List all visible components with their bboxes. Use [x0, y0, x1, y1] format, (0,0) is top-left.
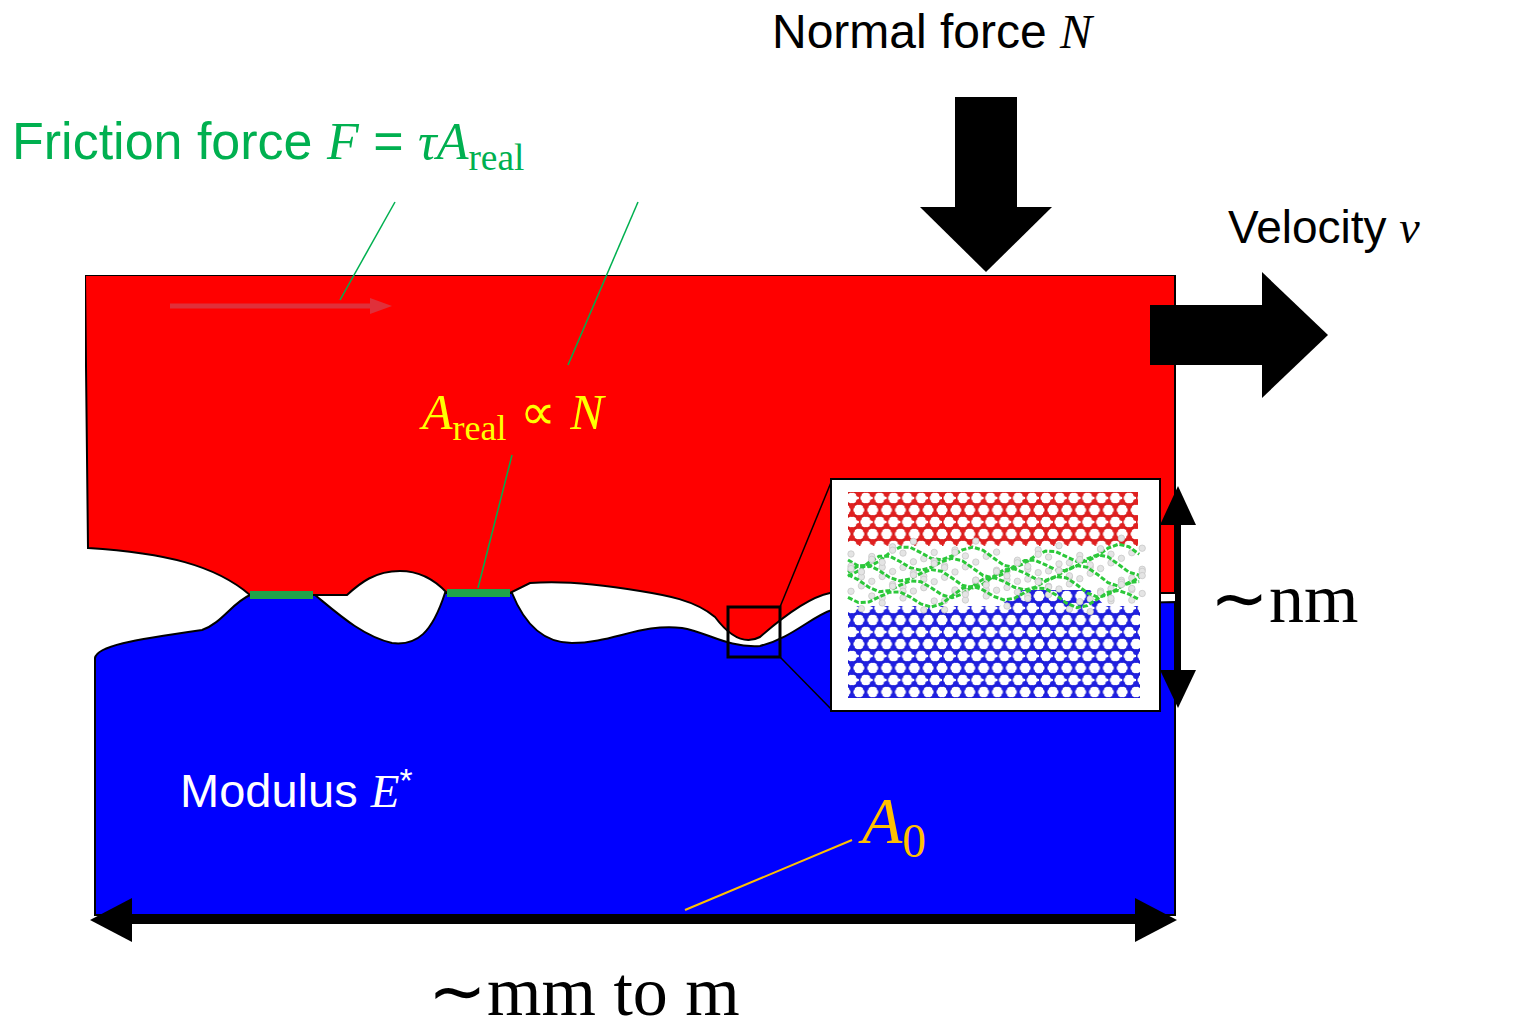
velocity-label: Velocity v	[1228, 202, 1420, 254]
dimension-label: ∼mm to m	[428, 953, 740, 1030]
dimension-label: ∼nm	[1210, 560, 1358, 637]
contact-area-label: Areal ∝ N	[422, 385, 604, 448]
apparent-area-label: A0	[862, 784, 926, 868]
force-label: Normal force N	[772, 6, 1092, 59]
modulus-label: Modulus E*	[180, 762, 413, 818]
friction-label: Friction force F = τAreal	[12, 113, 524, 178]
